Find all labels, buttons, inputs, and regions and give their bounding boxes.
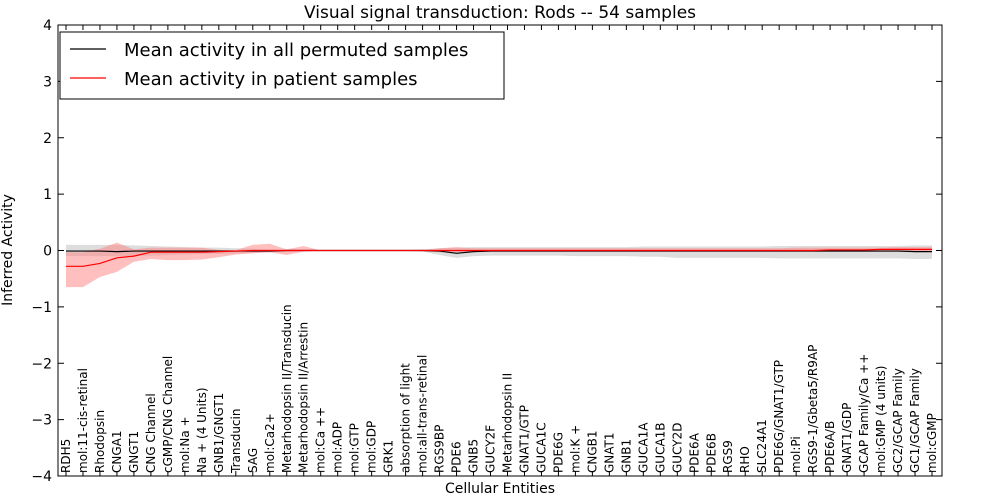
x-category-label: mol:all-trans-retinal	[416, 355, 430, 473]
x-category-label: mol:Pi	[789, 436, 803, 473]
x-category-label: mol:GTP	[348, 423, 362, 473]
x-category-label: GUCY2F	[484, 425, 498, 473]
x-category-label: GNB5	[467, 439, 481, 473]
x-category-label: PDE6G	[551, 432, 565, 473]
x-category-label: PDE6B	[704, 433, 718, 473]
x-category-label: PDE6A	[687, 432, 701, 473]
x-category-label: GNB1/GNGT1	[212, 393, 226, 473]
x-category-label: mol:Na +	[178, 416, 192, 473]
x-category-label: GUCY2D	[670, 423, 684, 473]
y-tick-label: 0	[43, 244, 52, 260]
x-category-label: CNGB1	[585, 430, 599, 473]
x-category-label: mol:cGMP	[925, 413, 939, 473]
x-category-label: CNGA1	[110, 431, 124, 474]
y-tick-label: −4	[31, 469, 52, 485]
plot-area-frame	[57, 24, 943, 477]
x-category-label: RGS9	[721, 440, 735, 473]
x-category-label: PDE6G/GNAT1/GTP	[772, 360, 786, 473]
y-tick-label: 3	[43, 74, 52, 90]
x-category-label: RGS9BP	[433, 425, 447, 473]
x-category-label: GCAP Family/Ca ++	[857, 354, 871, 473]
x-category-label: GNB1	[619, 439, 633, 473]
y-axis: −4 −3 −2 −1 0 1 2 3 4	[31, 18, 942, 485]
confidence-bands	[66, 242, 932, 288]
y-tick-label: −3	[31, 413, 52, 429]
x-category-label: mol:Ca ++	[314, 407, 328, 473]
series-lines	[66, 248, 932, 267]
y-tick-label: 1	[43, 187, 52, 203]
y-tick-label: 4	[43, 18, 52, 34]
legend: Mean activity in all permuted samples Me…	[59, 31, 505, 100]
legend-label-patient: Mean activity in patient samples	[124, 69, 418, 90]
x-category-label: SAG	[246, 448, 260, 473]
x-category-label: mol:GDP	[365, 421, 379, 473]
x-category-label: Metarhodopsin II/Arrestin	[297, 322, 311, 473]
x-category-label: cGMP/CNG Channel	[161, 356, 175, 473]
x-category-label: GRK1	[382, 440, 396, 473]
legend-label-permuted: Mean activity in all permuted samples	[124, 40, 468, 61]
x-axis-title: Cellular Entities	[445, 481, 555, 497]
x-category-label: GNGT1	[127, 431, 141, 473]
x-category-label: GUCA1B	[653, 422, 667, 473]
x-category-label: CNG Channel	[144, 393, 158, 473]
x-category-label: GC2/GCAP Family	[891, 368, 905, 473]
x-category-label: GNAT1	[602, 432, 616, 473]
x-category-label: SLC24A1	[755, 419, 769, 473]
x-category-label: Rhodopsin	[93, 410, 107, 473]
x-category-label: GNAT1/GTP	[517, 405, 531, 473]
x-category-label: Metarhodopsin II	[500, 373, 514, 473]
legend-box	[59, 31, 505, 100]
x-category-label: GUCA1C	[534, 422, 548, 473]
x-category-label: RDH5	[59, 439, 73, 473]
x-category-label: mol:ADP	[331, 422, 345, 473]
x-category-label: GNAT1/GDP	[840, 403, 854, 473]
series-line-patient	[66, 248, 932, 267]
y-axis-title: Inferred Activity	[0, 194, 16, 306]
x-category-label: mol:Ca2+	[263, 413, 277, 473]
x-category-label: mol:K +	[568, 425, 582, 473]
x-category-label: Na + (4 Units)	[195, 387, 209, 473]
x-category-label: GUCA1A	[636, 422, 650, 473]
x-category-label: mol:GMP (4 units)	[874, 366, 888, 473]
x-category-label: Metarhodopsin II/Transducin	[280, 304, 294, 473]
x-category-label: mol:11-cis-retinal	[76, 368, 90, 473]
x-category-label: RHO	[738, 446, 752, 473]
x-category-label: RGS9-1/Gbeta5/R9AP	[806, 345, 820, 473]
x-category-label: PDE6	[450, 441, 464, 473]
chart-title: Visual signal transduction: Rods -- 54 s…	[304, 3, 696, 23]
band-patient	[66, 242, 932, 288]
y-tick-label: −1	[31, 300, 52, 316]
y-tick-label: −2	[31, 356, 52, 372]
x-category-label: Transducin	[229, 409, 243, 474]
x-category-label: GC1/GCAP Family	[908, 368, 922, 473]
x-category-label: absorption of light	[399, 363, 413, 473]
x-category-label: PDE6A/B	[823, 421, 837, 473]
y-tick-label: 2	[43, 131, 52, 147]
